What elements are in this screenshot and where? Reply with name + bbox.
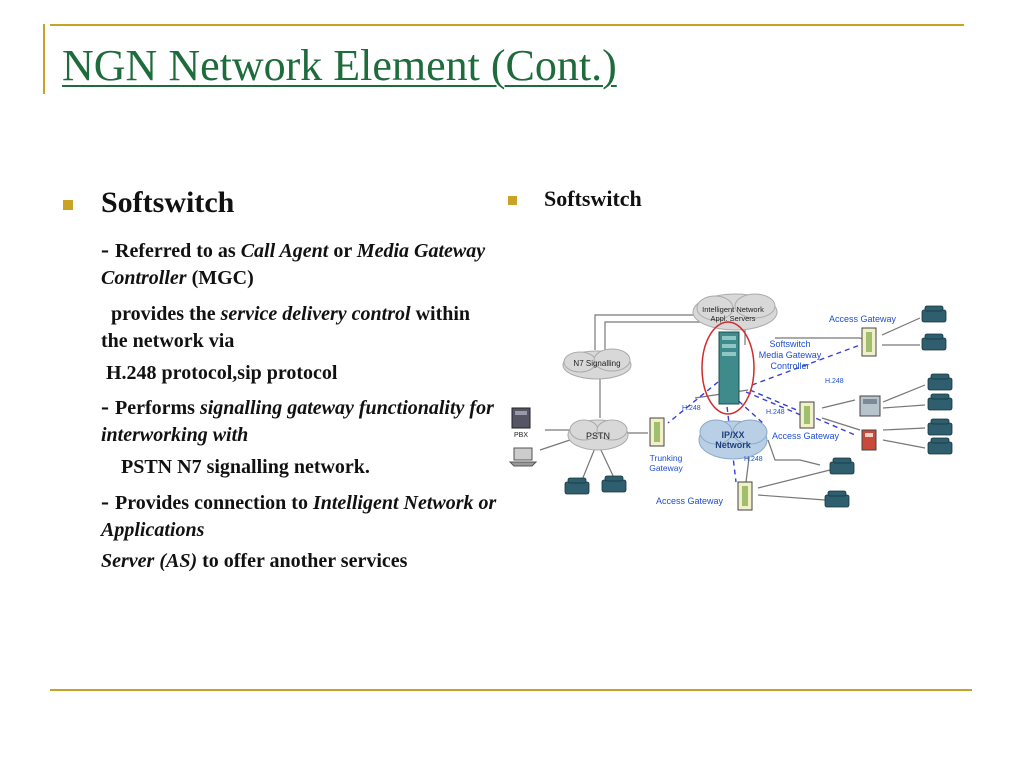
phone-icons: [564, 305, 953, 508]
pbx-device: PBX: [511, 407, 531, 439]
access-gateway-device: [737, 481, 753, 511]
paragraph-performs: - Performs signalling gateway functional…: [101, 394, 494, 446]
paragraph-protocol: H.248 protocol,sip protocol: [106, 362, 338, 384]
trunking-gateway-device: Trunking Gateway: [649, 417, 684, 473]
ip-network-label: IP/XX: [721, 430, 744, 440]
left-rule: [43, 24, 45, 94]
access-gateway-label: Access Gateway: [772, 431, 840, 441]
ip-network-cloud: IP/XX Network: [698, 419, 768, 460]
left-heading: Softswitch: [101, 186, 235, 219]
bullet-square-icon: [63, 200, 73, 210]
n7-signalling-cloud: N7 Signalling: [562, 348, 632, 380]
phone-icon: [921, 305, 947, 323]
phone-icon: [829, 457, 855, 475]
softswitch-label: Media Gateway: [759, 350, 822, 360]
phone-icon: [601, 475, 627, 493]
intelligent-network-cloud: Intelligent Network Appl. Servers: [692, 293, 778, 331]
access-gateway-label: Access Gateway: [829, 314, 897, 324]
in-servers-label: Intelligent Network: [702, 305, 764, 314]
phone-icon: [927, 393, 953, 411]
cabinet-device: [861, 429, 877, 451]
paragraph-provides: provides the service delivery control wi…: [101, 303, 471, 352]
phone-icon: [824, 490, 850, 508]
pbx-label: PBX: [514, 432, 528, 439]
softswitch-label: Controller: [770, 361, 809, 371]
in-servers-label: Appl. Servers: [710, 314, 755, 323]
top-rule: [50, 24, 964, 26]
phone-icon: [564, 477, 590, 495]
access-gateway-device: [799, 401, 815, 429]
access-gateway-device: [861, 327, 877, 357]
phone-icon: [927, 418, 953, 436]
paragraph-referred: - Referred to as Call Agent or Media Gat…: [101, 237, 486, 289]
pstn-cloud: PSTN: [567, 419, 629, 451]
phone-icon: [927, 373, 953, 391]
bottom-rule: [50, 689, 972, 691]
ip-network-label: Network: [715, 440, 752, 450]
trunking-gateway-label: Trunking: [650, 453, 683, 463]
phone-icon: [927, 437, 953, 455]
h248-label: H.248: [766, 409, 785, 416]
cabinet-device: [859, 395, 881, 417]
n7-label: N7 Signalling: [573, 359, 620, 368]
h248-label: H.248: [682, 405, 701, 412]
right-heading: Softswitch: [544, 186, 642, 211]
pstn-label: PSTN: [586, 431, 610, 441]
highlight-ellipse: [701, 321, 755, 415]
trunking-gateway-label: Gateway: [649, 463, 683, 473]
bullet-square-icon: [508, 196, 517, 205]
paragraph-provides-connection: - Provides connection to Intelligent Net…: [101, 489, 497, 541]
paragraph-server: Server (AS) to offer another services: [101, 550, 408, 572]
softswitch-label: Softswitch: [769, 339, 810, 349]
h248-links: [667, 344, 861, 483]
softswitch-network-diagram: Intelligent Network Appl. Servers N7 Sig…: [508, 293, 953, 511]
phone-icon: [921, 333, 947, 351]
laptop-icon: [508, 447, 538, 467]
softswitch-server: [701, 321, 755, 415]
paragraph-pstn: PSTN N7 signalling network.: [121, 456, 370, 478]
access-gateway-label: Access Gateway: [656, 496, 724, 506]
h248-label: H.248: [825, 378, 844, 385]
slide-title: NGN Network Element (Cont.): [62, 41, 617, 90]
h248-label: H.248: [744, 456, 763, 463]
